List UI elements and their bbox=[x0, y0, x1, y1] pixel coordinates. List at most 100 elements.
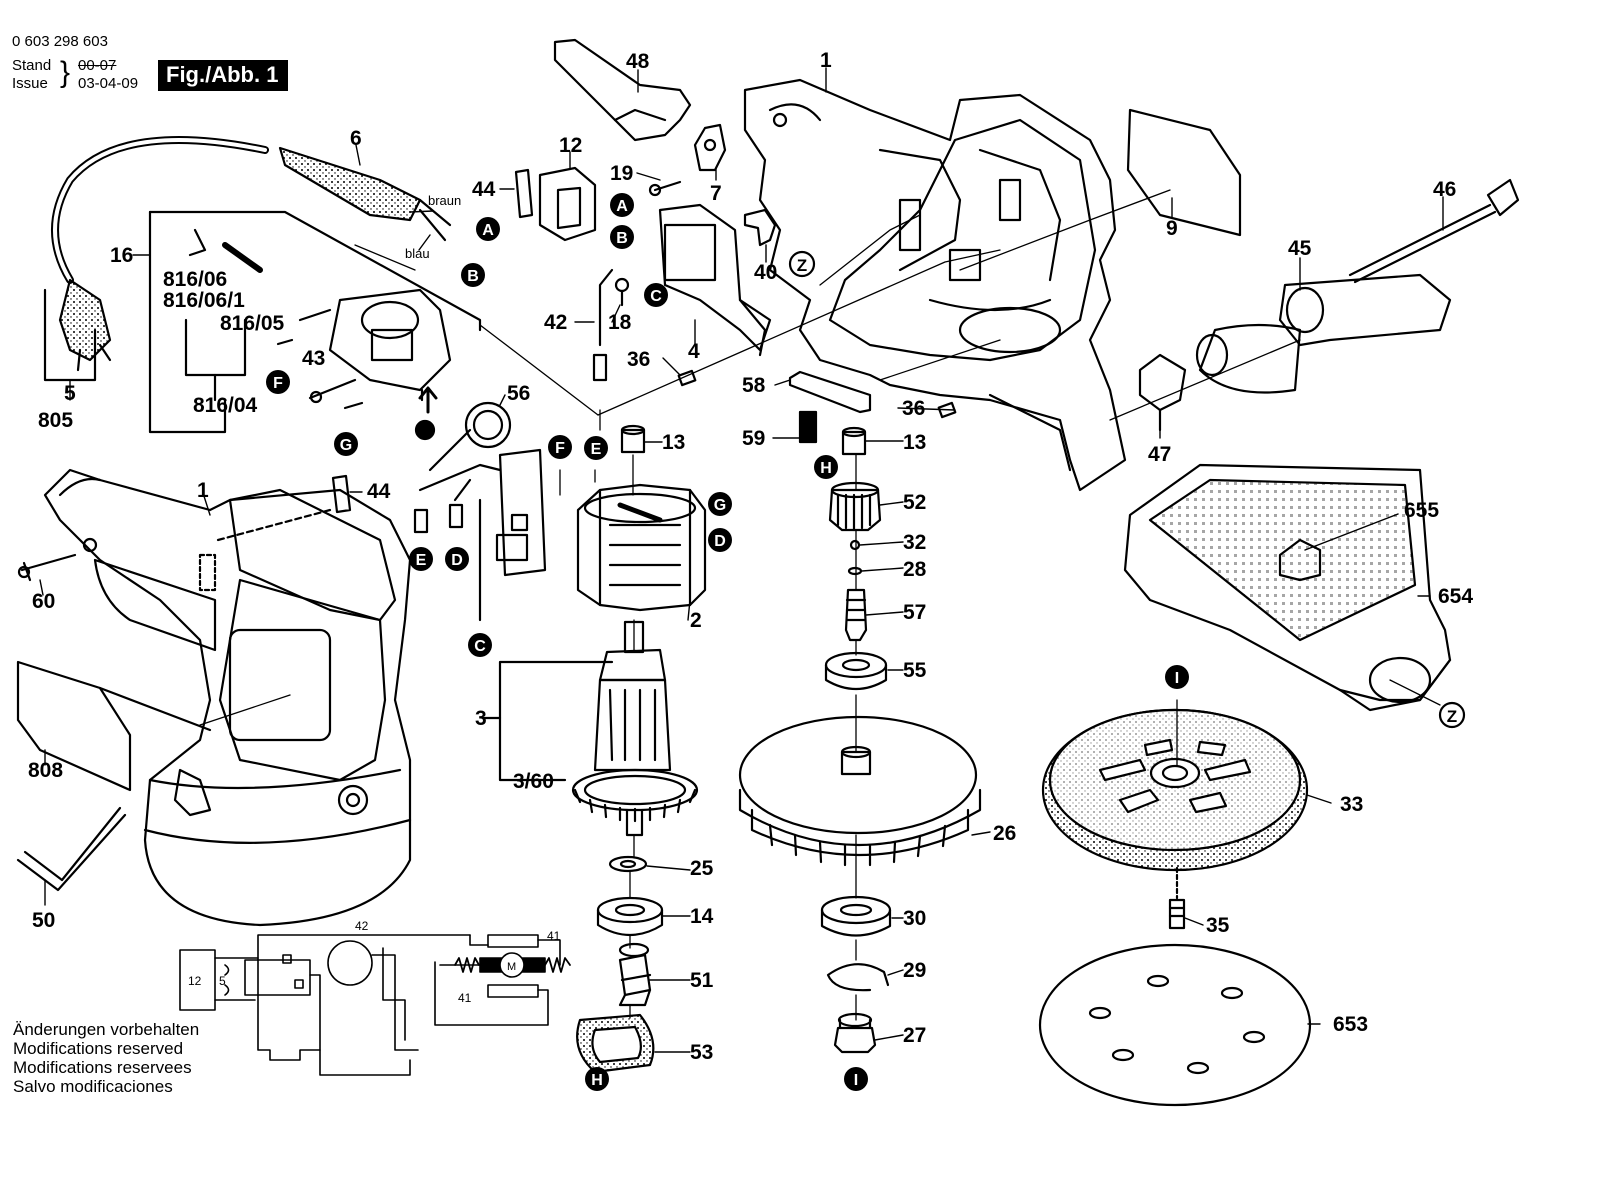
part-label: 46 bbox=[1433, 178, 1456, 201]
brace: } bbox=[60, 56, 71, 89]
allen-key-50 bbox=[16, 806, 127, 892]
wire-label-blue: blau bbox=[405, 246, 430, 261]
electronic-module-4 bbox=[658, 203, 772, 357]
sanding-sheet-653 bbox=[1038, 943, 1312, 1107]
connector-label: A bbox=[482, 222, 494, 239]
part-label: 805 bbox=[38, 409, 73, 432]
note-line: Modifications reserved bbox=[13, 1039, 184, 1058]
leader-lines bbox=[199, 189, 1441, 1021]
part-label: 48 bbox=[626, 50, 650, 73]
part-48 bbox=[553, 38, 692, 142]
part-label: 58 bbox=[742, 374, 766, 397]
spring-plate-58 bbox=[788, 370, 872, 414]
connector-z-icon bbox=[788, 250, 816, 278]
part-label: 43 bbox=[302, 347, 325, 370]
part-label: 56 bbox=[507, 382, 530, 405]
schematic-motor-label: M bbox=[507, 961, 516, 973]
part-label: 5 bbox=[64, 382, 76, 405]
connector-label: Z bbox=[797, 256, 807, 275]
strip-44-mid bbox=[331, 474, 352, 514]
filter-655 bbox=[1278, 538, 1322, 582]
document-number: 0 603 298 603 bbox=[12, 33, 108, 50]
connector-f-icon bbox=[266, 370, 290, 394]
part-label: 33 bbox=[1340, 793, 1363, 816]
part-label: 19 bbox=[610, 162, 633, 185]
connector-c-icon bbox=[468, 633, 492, 657]
part-label: 36 bbox=[902, 397, 925, 420]
part-label: 7 bbox=[710, 182, 722, 205]
connector-label: A bbox=[616, 198, 628, 215]
wire-label-brown: braun bbox=[428, 193, 461, 208]
power-cable-6 bbox=[51, 136, 452, 284]
part-label: 53 bbox=[690, 1041, 713, 1064]
connector-markers bbox=[266, 193, 1189, 1091]
pin-36-left bbox=[677, 369, 697, 387]
part-label: 1 bbox=[820, 49, 832, 72]
part-label: 808 bbox=[28, 759, 63, 782]
strip-44-top bbox=[514, 168, 534, 219]
part-label: 654 bbox=[1438, 585, 1473, 608]
part-label: 44 bbox=[472, 178, 496, 201]
connector-label: I bbox=[1175, 670, 1179, 687]
connector-label: C bbox=[650, 288, 662, 305]
ball-32 bbox=[849, 539, 861, 551]
part-label: 816/05 bbox=[220, 312, 285, 335]
part-label: 28 bbox=[903, 558, 927, 581]
part-label: 55 bbox=[903, 659, 927, 682]
belt-53 bbox=[576, 1013, 655, 1074]
part-label: 60 bbox=[32, 590, 55, 613]
stator-2 bbox=[576, 483, 707, 612]
part-label: 14 bbox=[690, 905, 714, 928]
bearing-30 bbox=[820, 895, 892, 937]
connector-label: I bbox=[854, 1072, 858, 1089]
wire-42-terminal bbox=[592, 353, 608, 382]
pin-36-right bbox=[937, 401, 957, 419]
connector-label: G bbox=[714, 497, 726, 514]
connector-b-icon bbox=[461, 263, 485, 287]
screw-60 bbox=[17, 553, 77, 582]
part-label: 52 bbox=[903, 491, 926, 514]
part-label: 3/60 bbox=[513, 770, 554, 793]
connector-z-icon bbox=[1438, 701, 1466, 729]
connector-g-icon bbox=[334, 432, 358, 456]
clip-40 bbox=[743, 208, 777, 247]
connector-label: B bbox=[616, 230, 628, 247]
connector-label: G bbox=[340, 437, 352, 454]
stand-label: Stand bbox=[12, 57, 52, 74]
nut-27 bbox=[833, 1012, 877, 1054]
connector-b-icon bbox=[610, 225, 634, 249]
wiring-schematic bbox=[179, 934, 571, 1076]
bearing-55 bbox=[824, 651, 888, 690]
schematic-label: 5 bbox=[219, 974, 226, 988]
ring-28 bbox=[847, 566, 863, 576]
washer-25 bbox=[608, 855, 648, 873]
part-label: 18 bbox=[608, 311, 632, 334]
part-label: 13 bbox=[662, 431, 685, 454]
connector-label: D bbox=[714, 533, 726, 550]
issue-date: 03-04-09 bbox=[78, 75, 139, 92]
issue-label: Issue bbox=[12, 75, 48, 92]
part-label: 26 bbox=[993, 822, 1016, 845]
part-label: 30 bbox=[903, 907, 926, 930]
bolt-46 bbox=[1348, 178, 1520, 284]
part-label: 1 bbox=[197, 479, 209, 502]
part-label: 816/04 bbox=[193, 394, 258, 417]
note-line: Änderungen vorbehalten bbox=[13, 1020, 200, 1039]
bushing-13-right bbox=[841, 426, 867, 456]
connector-label: B bbox=[467, 268, 479, 285]
connector-a-icon bbox=[610, 193, 634, 217]
sanding-pad-33 bbox=[1041, 708, 1309, 872]
dust-box-654 bbox=[1123, 463, 1452, 712]
part-label: 2 bbox=[690, 609, 702, 632]
connector-a-icon bbox=[476, 217, 500, 241]
connector-label: H bbox=[820, 460, 832, 477]
part-label: 57 bbox=[903, 601, 926, 624]
part-label: 653 bbox=[1333, 1013, 1368, 1036]
connector-g-icon bbox=[708, 492, 732, 516]
plate-808 bbox=[16, 660, 212, 792]
connector-i-icon bbox=[1165, 665, 1189, 689]
bearing-14 bbox=[596, 896, 664, 936]
part-label: 655 bbox=[1404, 499, 1439, 522]
housing-half-right bbox=[743, 78, 1127, 492]
